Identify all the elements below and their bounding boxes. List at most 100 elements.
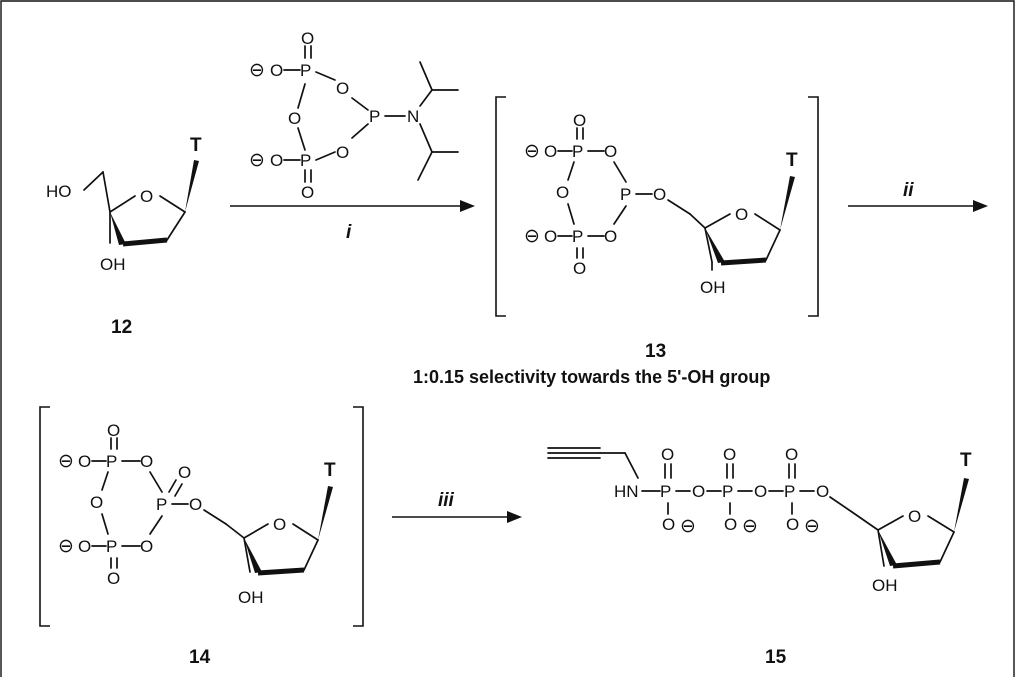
bond	[168, 479, 177, 493]
compound-12: HO O T OH 12	[46, 135, 202, 338]
bond	[417, 151, 433, 181]
reagent-n: N	[407, 107, 419, 126]
c12-bond	[102, 171, 111, 213]
c13-p-center: P	[620, 185, 631, 204]
c14-p-1: P	[106, 452, 117, 471]
c15-o-bridge-2: O	[754, 482, 767, 501]
selectivity-note: 1:0.15 selectivity towards the 5'-OH gro…	[413, 367, 770, 387]
c15-hn-label: HN	[614, 482, 639, 501]
c15-p-alpha: P	[784, 482, 795, 501]
c15-ring-bond	[877, 515, 904, 531]
c12-base-t: T	[190, 135, 202, 156]
c15-o-gamma-top: O	[661, 445, 674, 464]
c14-o-bottom: O	[107, 569, 120, 588]
c15-bond	[829, 496, 853, 513]
c15-o-alpha-bottom: O	[786, 515, 799, 534]
c13-neg-charge-1: ⊖	[524, 141, 540, 162]
c14-base-t: T	[324, 460, 336, 481]
c15-bond	[624, 452, 639, 479]
c13-ring-bond	[704, 227, 713, 263]
bond	[315, 71, 336, 81]
bond	[419, 89, 433, 107]
bond	[567, 161, 575, 181]
c15-ring-bond	[927, 515, 955, 533]
c12-oh-label: OH	[100, 255, 126, 274]
bond	[689, 213, 706, 229]
c12-wedge	[110, 212, 126, 245]
c14-o-ring-3: O	[90, 493, 103, 512]
c12-ho-label: HO	[46, 182, 72, 201]
c12-bond	[159, 195, 186, 213]
compound-label-14: 14	[189, 647, 211, 668]
bond	[225, 523, 245, 539]
bond	[613, 161, 627, 183]
bond	[419, 123, 433, 153]
reagent-o-2: O	[270, 151, 283, 170]
condition-i: i	[346, 222, 352, 243]
bond	[667, 199, 691, 215]
reagent-o-ring-2: O	[336, 143, 349, 162]
c15-ring-o: O	[908, 507, 921, 526]
c14-wedge	[244, 538, 262, 573]
c13-ring-bond	[765, 229, 781, 261]
reagent-neg-charge-1: ⊖	[249, 60, 265, 81]
arrow-i: i	[230, 200, 475, 243]
c15-wedge	[878, 530, 897, 566]
c13-p-2: P	[572, 227, 583, 246]
c13-p-1: P	[572, 142, 583, 161]
c12-bold-bond	[122, 237, 168, 247]
c13-o-link: O	[653, 185, 666, 204]
c14-neg-charge-1: ⊖	[58, 451, 74, 472]
c15-o-alpha-top: O	[785, 445, 798, 464]
bond	[315, 151, 336, 161]
reagent-neg-charge-2: ⊖	[249, 150, 265, 171]
compound-label-13: 13	[645, 341, 666, 362]
compound-13: ⊖ O P O O P O O P O O ⊖ O O T	[495, 96, 819, 362]
c14-p-2: P	[106, 537, 117, 556]
arrow-ii: ii	[848, 180, 988, 212]
c13-wedge	[780, 176, 795, 230]
reagent-o-bottom: O	[301, 183, 314, 202]
c14-ring-bond	[243, 523, 269, 539]
c15-base-t: T	[960, 450, 972, 471]
c13-o-1: O	[544, 142, 557, 161]
compound-15: HN P O O ⊖ O P O O ⊖ O P O O ⊖ O O	[547, 445, 972, 668]
c12-bond	[166, 211, 186, 241]
c12-bond	[83, 171, 104, 191]
c13-bracket-right	[808, 96, 819, 317]
c15-neg-beta: ⊖	[742, 516, 758, 537]
c14-o-ring-2: O	[140, 537, 153, 556]
c14-p-center: P	[156, 495, 167, 514]
reagent-p-center: P	[369, 107, 380, 126]
bond	[297, 83, 306, 109]
c14-ring-bond	[243, 537, 251, 573]
reagent-o-top: O	[301, 29, 314, 48]
bond	[351, 123, 369, 139]
c15-wedge	[954, 478, 969, 532]
bond	[101, 471, 109, 491]
reagent-o-ring-3: O	[288, 109, 301, 128]
c12-bond	[109, 195, 136, 213]
c15-p-beta: P	[722, 482, 733, 501]
bond	[203, 509, 227, 525]
c13-bold-bond	[720, 257, 767, 266]
reagent-o-ring-1: O	[336, 79, 349, 98]
c14-bold-bond	[257, 567, 305, 576]
c13-ring-o: O	[735, 205, 748, 224]
reagent-p-2: P	[300, 151, 311, 170]
condition-ii: ii	[903, 180, 914, 201]
bond	[149, 515, 163, 535]
c14-ring-bond	[303, 539, 319, 571]
bond	[297, 127, 306, 151]
bond	[351, 97, 369, 111]
bond	[613, 205, 627, 225]
c14-bracket-right	[353, 406, 364, 627]
arrow-iii: iii	[392, 490, 522, 523]
compound-label-12: 12	[111, 317, 132, 338]
c12-ring-o: O	[140, 187, 153, 206]
c15-o-link: O	[816, 482, 829, 501]
c15-bond	[851, 511, 879, 531]
c14-o-ring-1: O	[140, 452, 153, 471]
c15-p-gamma: P	[660, 482, 671, 501]
